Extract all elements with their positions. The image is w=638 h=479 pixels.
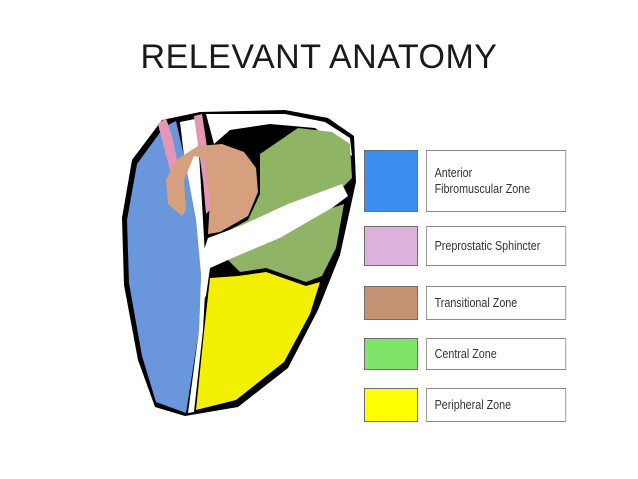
zone-legend: Anterior Fibromuscular Zone Preprostatic…	[364, 150, 590, 425]
peripheral-zone	[196, 272, 320, 410]
legend-label-box: Anterior Fibromuscular Zone	[426, 150, 567, 212]
legend-swatch	[364, 388, 418, 422]
legend-swatch	[364, 226, 418, 266]
legend-swatch	[364, 150, 418, 212]
legend-label-line: Central Zone	[434, 347, 497, 361]
urethra-channel	[180, 118, 206, 413]
legend-label-box: Transitional Zone	[426, 286, 567, 320]
legend-label-box: Central Zone	[426, 338, 567, 370]
transitional-zone	[166, 144, 258, 234]
anterior-white-region	[206, 114, 352, 156]
legend-label-box: Peripheral Zone	[426, 388, 567, 422]
legend-label-line: Transitional Zone	[434, 296, 518, 310]
preprostatic-sphincter-right	[194, 114, 212, 214]
slide-title: RELEVANT ANATOMY	[140, 38, 498, 76]
legend-label-line: Anterior	[434, 166, 473, 180]
legend-label-line: Peripheral Zone	[434, 398, 512, 412]
legend-label-line: Fibromuscular Zone	[434, 182, 531, 196]
legend-swatch	[364, 338, 418, 370]
prostate-zone-diagram	[122, 110, 356, 416]
legend-swatch	[364, 286, 418, 320]
ejaculatory-duct-channel	[203, 184, 348, 300]
legend-label-line: Preprostatic Sphincter	[434, 239, 541, 253]
legend-label-box: Preprostatic Sphincter	[426, 226, 567, 266]
